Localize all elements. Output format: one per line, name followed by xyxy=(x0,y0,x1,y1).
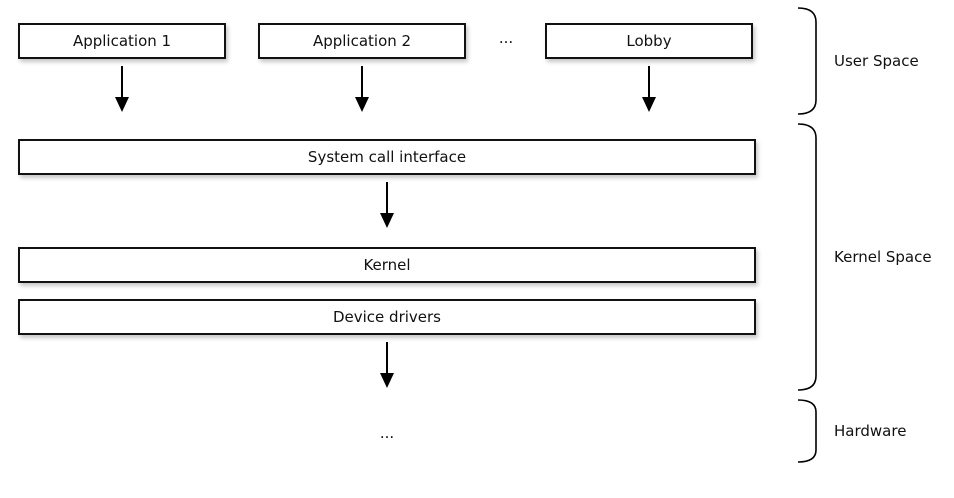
kernel-box: Kernel xyxy=(18,247,756,283)
lobby-box: Lobby xyxy=(545,23,753,59)
arrow-drivers-to-hardware xyxy=(380,342,394,388)
kernel-space-bracket xyxy=(797,123,817,391)
system-call-interface-box: System call interface xyxy=(18,139,756,175)
arrow-lobby xyxy=(642,66,656,112)
hardware-bracket xyxy=(797,399,817,463)
user-space-label: User Space xyxy=(834,52,919,70)
application-1-box: Application 1 xyxy=(18,23,226,59)
user-space-ellipsis: ... xyxy=(498,29,514,47)
arrow-application-1 xyxy=(115,66,129,112)
hardware-ellipsis: ... xyxy=(379,424,395,442)
arrow-syscall-to-kernel xyxy=(380,182,394,228)
hardware-label: Hardware xyxy=(834,422,907,440)
kernel-label: Kernel xyxy=(363,256,411,274)
application-2-label: Application 2 xyxy=(312,32,412,50)
arrow-application-2 xyxy=(355,66,369,112)
system-call-interface-label: System call interface xyxy=(307,148,467,166)
application-1-label: Application 1 xyxy=(72,32,172,50)
kernel-space-label: Kernel Space xyxy=(834,248,932,266)
application-2-box: Application 2 xyxy=(258,23,466,59)
device-drivers-box: Device drivers xyxy=(18,299,756,335)
lobby-label: Lobby xyxy=(626,32,672,50)
user-space-bracket xyxy=(797,7,817,115)
device-drivers-label: Device drivers xyxy=(332,308,441,326)
